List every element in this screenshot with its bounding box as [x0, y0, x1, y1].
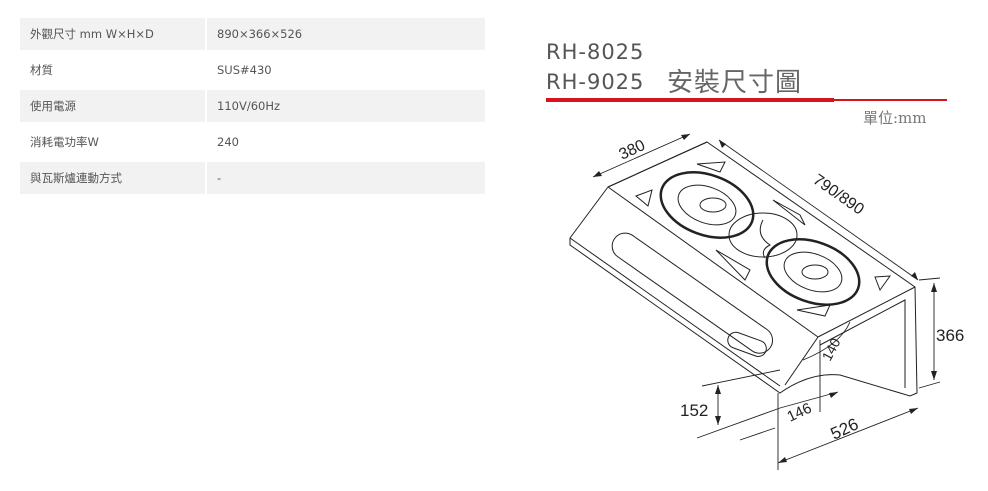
dim-line-526 — [777, 407, 919, 464]
dim-label-angle: 140 — [819, 335, 844, 363]
spec-label: 外觀尺寸 mm W×H×D — [20, 18, 205, 50]
dim-line-146 — [779, 391, 839, 409]
spec-label: 與瓦斯爐連動方式 — [20, 162, 205, 194]
light-panel — [611, 232, 774, 354]
spec-value: 890×366×526 — [207, 18, 485, 50]
spec-label: 使用電源 — [20, 90, 205, 122]
title-underline-thin — [834, 99, 947, 101]
model-name: RH-8025 — [546, 40, 645, 64]
spec-row-power-consumption: 消耗電功率W 240 — [20, 126, 485, 158]
title-underline — [546, 98, 834, 102]
spec-value: 240 — [217, 135, 239, 149]
installation-diagram: RH-8025 RH-9025 安裝尺寸圖 單位:mm — [530, 30, 988, 491]
dim-label-152: 152 — [680, 401, 708, 420]
fan-opening — [728, 212, 798, 258]
spec-row-material: 材質 SUS#430 — [20, 54, 485, 86]
burner-vent-left — [659, 171, 755, 239]
spec-label: 消耗電功率W — [30, 135, 99, 149]
dim-label-380: 380 — [617, 137, 648, 164]
dim-label-526: 526 — [828, 414, 862, 443]
spec-row-dimensions: 外觀尺寸 mm W×H×D 890×366×526 — [20, 18, 485, 50]
dim-label-146: 146 — [785, 400, 815, 426]
model-name: RH-9025 — [546, 70, 645, 94]
spec-value: 110V/60Hz — [207, 90, 485, 122]
spec-row-power-supply: 使用電源 110V/60Hz — [20, 90, 485, 122]
dim-line-380 — [592, 133, 691, 178]
spec-row-gas-linkage: 與瓦斯爐連動方式 - — [20, 162, 485, 194]
spec-value: SUS#430 — [217, 63, 272, 77]
dim-line-width — [718, 139, 919, 281]
dim-label-width: 790/890 — [810, 171, 867, 218]
control-panel — [727, 331, 767, 357]
dim-label-height: 366 — [936, 326, 964, 345]
spec-label: 材質 — [30, 63, 53, 77]
hood-outline — [569, 141, 918, 397]
dim-arc-140 — [802, 321, 851, 361]
diagram-title: 安裝尺寸圖 — [667, 68, 803, 98]
burner-vent-right — [765, 238, 861, 306]
spec-value: - — [207, 162, 485, 194]
spec-table: 外觀尺寸 mm W×H×D 890×366×526 材質 SUS#430 使用電… — [20, 18, 485, 198]
unit-label: 單位:mm — [863, 109, 927, 127]
